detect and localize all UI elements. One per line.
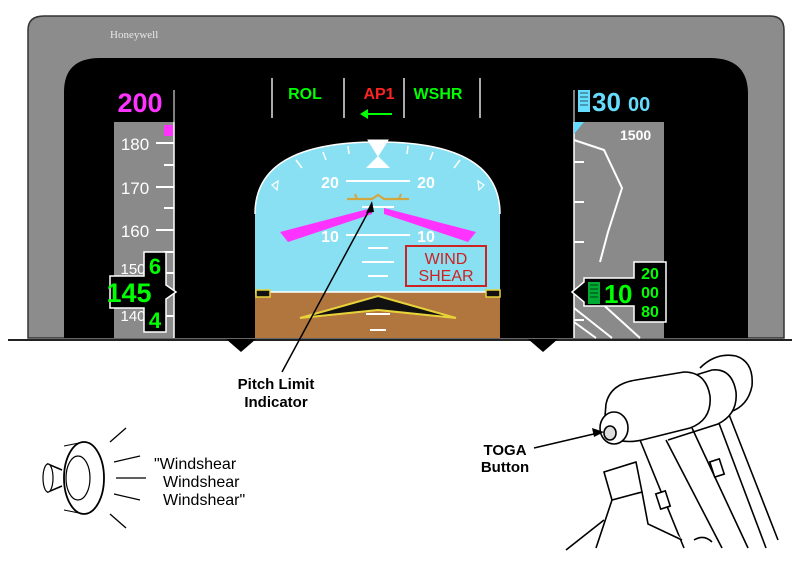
- toga-leader-line: [533, 432, 599, 449]
- aural-alert-line3: Windshear": [163, 492, 245, 509]
- pitch-limit-arrowhead: [366, 201, 374, 213]
- roll-ticks: [295, 145, 461, 169]
- airspeed-label-180: 180: [121, 135, 149, 154]
- speaker-icon: [42, 441, 105, 515]
- windshear-alert-line2: SHEAR: [418, 268, 473, 285]
- altitude-drum-lower: 80: [641, 304, 659, 321]
- altitude-thousands: 1: [604, 279, 618, 309]
- airspeed-tape: 200 180 170 160 150 140 145 6 4: [106, 88, 178, 338]
- aircraft-symbol: [255, 289, 501, 319]
- brand-label: Honeywell: [110, 29, 158, 41]
- current-airspeed: 145: [106, 278, 151, 308]
- lateral-mode-label: ROL: [288, 86, 322, 103]
- flight-director-left: [280, 208, 372, 242]
- toga-arrowhead: [592, 428, 604, 437]
- altitude-hundreds: 0: [618, 279, 632, 309]
- selected-airspeed: 200: [117, 88, 162, 118]
- altitude-drum-upper: 20: [641, 266, 659, 283]
- sky-pointer: [366, 156, 390, 168]
- roll-triangle-left: [271, 179, 279, 192]
- throttle-quadrant: [565, 354, 779, 551]
- aural-alert-line2: Windshear: [163, 474, 240, 491]
- airspeed-label-160: 160: [121, 222, 149, 241]
- selected-altitude-suffix: 00: [628, 94, 650, 116]
- airspeed-drum-lower: 4: [149, 308, 162, 333]
- autopilot-label: AP1: [363, 86, 394, 103]
- aural-alert-line1: "Windshear: [154, 456, 237, 473]
- roll-triangle-right: [477, 179, 485, 192]
- pitch-label-20-left: 20: [321, 175, 339, 192]
- windshear-mode-label: WSHR: [414, 86, 463, 103]
- selected-altitude-prefix: 30: [592, 87, 621, 117]
- windshear-alert: WIND SHEAR: [405, 245, 487, 287]
- toga-label-line2: Button: [481, 459, 529, 476]
- altitude-bug: [574, 122, 584, 134]
- airspeed-label-140: 140: [120, 308, 145, 325]
- toga-callout: TOGA Button: [481, 428, 604, 476]
- airspeed-label-170: 170: [121, 179, 149, 198]
- altitude-drum-mid: 00: [641, 285, 659, 302]
- aural-alert-text: "Windshear Windshear Windshear": [154, 456, 245, 509]
- airspeed-label-150: 150: [120, 261, 145, 278]
- pitch-limit-label-line1: Pitch Limit: [238, 376, 315, 393]
- flight-director-right: [384, 208, 476, 242]
- sound-wave-lines: [109, 427, 146, 529]
- speed-bug: [164, 125, 173, 136]
- altitude-label-top: 1500: [620, 127, 651, 143]
- airspeed-readout: 145 6 4: [106, 251, 178, 333]
- altitude-readout: 1 0 20 00 80: [570, 261, 667, 323]
- roll-pointer-top: [367, 139, 389, 157]
- toga-label-line1: TOGA: [483, 442, 526, 459]
- pitch-label-10-left: 10: [321, 229, 339, 246]
- flight-mode-annunciator: ROL AP1 WSHR: [271, 78, 481, 119]
- display-bottom-edge: [8, 339, 792, 352]
- pitch-limit-leader-line: [281, 204, 373, 373]
- pitch-limit-indicator: [347, 193, 409, 201]
- airspeed-drum-upper: 6: [149, 254, 161, 279]
- altitude-tape: 30 00 1500 1 0 20 00 80: [570, 87, 667, 339]
- windshear-alert-line1: WIND: [425, 251, 468, 268]
- attitude-indicator: 20 20 10 10 WIND SHEAR: [254, 139, 501, 338]
- pitch-limit-label-line2: Indicator: [244, 394, 308, 411]
- arrow-left-icon-head: [360, 109, 368, 119]
- altitude-ticks: [574, 161, 584, 321]
- toga-button[interactable]: [603, 425, 617, 441]
- pitch-label-20-right: 20: [417, 175, 435, 192]
- pitch-label-10-right: 10: [417, 229, 435, 246]
- altitude-trend-line: [573, 139, 624, 263]
- pitch-limit-callout: Pitch Limit Indicator: [238, 201, 374, 411]
